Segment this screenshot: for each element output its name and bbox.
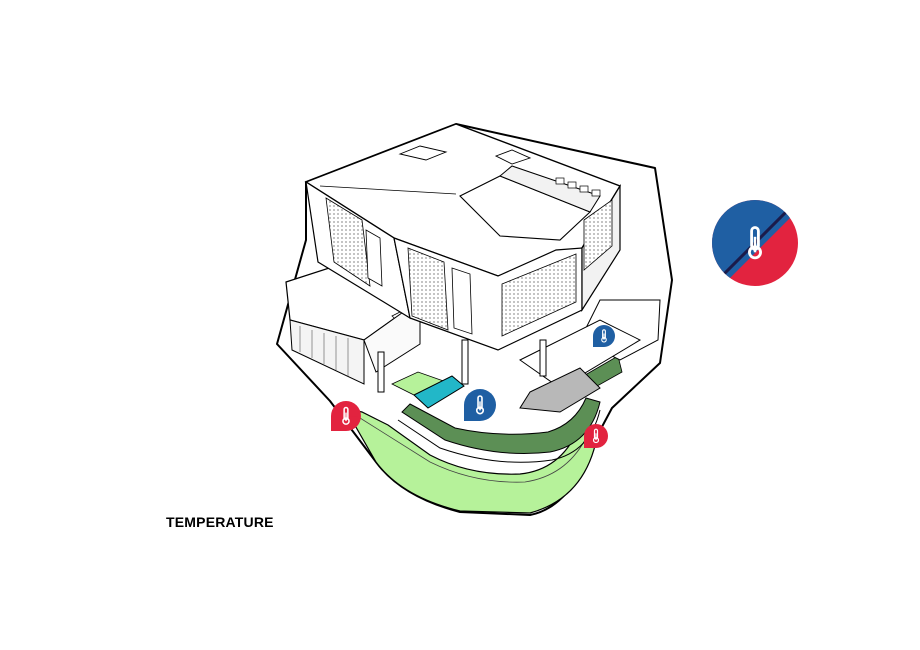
columns xyxy=(377,339,547,393)
perforated-screen-west xyxy=(325,197,371,287)
courtyard-planter xyxy=(401,397,601,454)
warm-marker-west[interactable] xyxy=(331,401,361,431)
legend-badge xyxy=(712,200,798,286)
courtyard-pool xyxy=(413,375,465,409)
diagram-caption: TEMPERATURE xyxy=(166,514,274,530)
cool-marker-upper-terrace[interactable] xyxy=(593,325,615,347)
roof-opening xyxy=(459,175,592,241)
lower-wing-mullions xyxy=(299,326,349,376)
perforated-screen-mid xyxy=(407,247,449,331)
warm-marker-east[interactable] xyxy=(584,424,608,448)
perforated-screen-east xyxy=(501,253,577,337)
cool-marker-courtyard[interactable] xyxy=(464,389,496,421)
